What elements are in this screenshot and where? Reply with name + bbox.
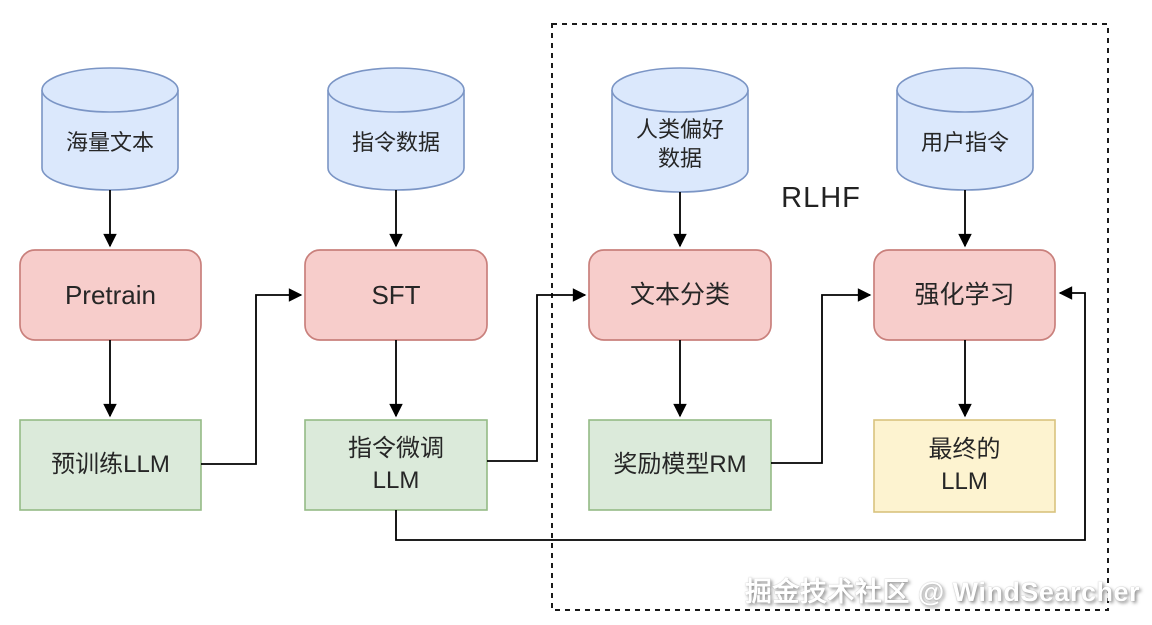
- arrow-pretrained-llm-to-sft: [201, 288, 303, 465]
- final-llm-line1: 最终的: [928, 436, 1001, 464]
- human-preference-data-label: 人类偏好 数据: [600, 104, 760, 184]
- massive-text-label: 海量文本: [65, 130, 154, 156]
- human-preference-line1: 人类偏好: [635, 116, 724, 142]
- pretrain-label: Pretrain: [64, 279, 157, 310]
- reinforcement-learning-label: 强化学习: [914, 280, 1015, 309]
- reward-model-label: 奖励模型RM: [613, 451, 747, 479]
- human-preference-line2: 数据: [657, 146, 702, 171]
- arrow-finetuned-llm-to-rl-loop: [395, 286, 1086, 541]
- finetuned-llm-box: [304, 419, 488, 511]
- finetuned-llm-line2: LLM: [372, 467, 420, 494]
- final-llm-line2: LLM: [941, 468, 988, 495]
- pretrained-llm-label: 预训练LLM: [51, 451, 170, 479]
- finetuned-llm-label: 指令微调 LLM: [305, 420, 487, 510]
- sft-label: SFT: [371, 279, 421, 310]
- human-preference-datastore: [611, 67, 749, 193]
- pretrained-llm-box: [19, 419, 202, 511]
- final-llm-label: 最终的 LLM: [874, 420, 1055, 512]
- final-llm-box: [873, 419, 1056, 513]
- rlhf-group-border: [551, 23, 1109, 611]
- user-instruction-datastore: [896, 67, 1034, 191]
- arrow-reward-model-to-rl: [771, 288, 872, 464]
- reward-model-box: [588, 419, 772, 511]
- massive-text-datastore: [41, 67, 179, 191]
- arrow-finetuned-llm-to-text-classification: [487, 288, 587, 462]
- watermark: 掘金技术社区 @ WindSearcher: [744, 577, 1140, 607]
- rlhf-group-label: RLHF: [781, 181, 861, 214]
- instruction-data-label: 指令数据: [351, 130, 440, 156]
- instruction-data-datastore: [327, 67, 465, 191]
- text-classification-label: 文本分类: [629, 280, 730, 309]
- user-instruction-label: 用户指令: [920, 130, 1009, 156]
- finetuned-llm-line1: 指令微调: [348, 435, 444, 463]
